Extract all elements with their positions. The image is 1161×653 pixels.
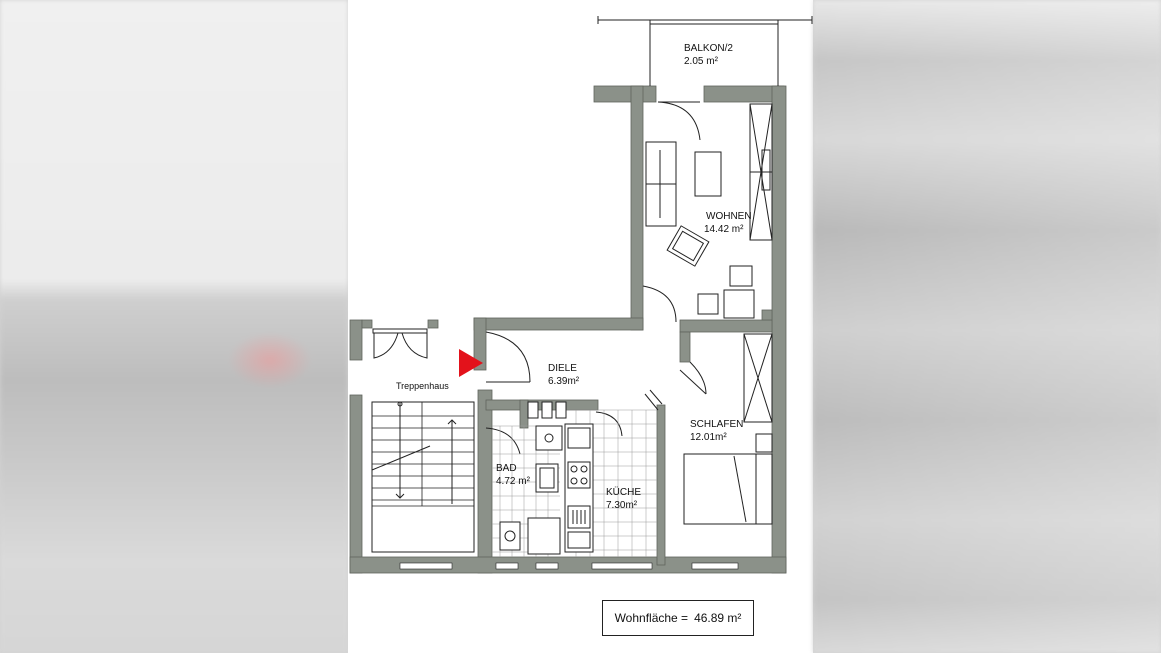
walls	[349, 85, 787, 574]
room-area: 6.39m²	[548, 376, 580, 387]
room-name: WOHNEN	[706, 211, 752, 222]
room-name: BAD	[496, 463, 517, 474]
room-treppenhaus: Treppenhaus	[396, 380, 449, 393]
room-area: 4.72 m²	[496, 476, 530, 487]
room-area: 14.42 m²	[704, 224, 744, 235]
room-area: 7.30m²	[606, 500, 638, 511]
furniture	[371, 101, 773, 553]
room-diele: DIELE 6.39m²	[548, 362, 579, 388]
room-name: KÜCHE	[606, 487, 642, 498]
bathroom-fixtures	[499, 401, 567, 555]
balcony	[597, 16, 813, 86]
room-balkon: BALKON/2 2.05 m²	[684, 42, 733, 68]
room-name: DIELE	[548, 363, 577, 374]
total-area-label: Wohnfläche =	[614, 611, 689, 625]
total-area-value: 46.89 m²	[694, 611, 742, 625]
entry-arrow-icon	[459, 349, 483, 377]
room-wohnen: WOHNEN 14.42 m²	[704, 210, 752, 236]
windows	[399, 562, 739, 570]
blurred-background-left	[0, 0, 348, 653]
room-name: SCHLAFEN	[690, 419, 744, 430]
room-schlafen: SCHLAFEN 12.01m²	[690, 418, 743, 444]
room-name: BALKON/2	[684, 43, 733, 54]
total-living-area: Wohnfläche = 46.89 m²	[602, 600, 754, 636]
room-area: 2.05 m²	[684, 56, 718, 67]
room-kueche: KÜCHE 7.30m²	[606, 486, 641, 512]
room-bad: BAD 4.72 m²	[496, 462, 530, 488]
room-name: Treppenhaus	[396, 381, 449, 391]
blurred-background-right	[813, 0, 1161, 653]
kitchen-counter	[564, 423, 594, 553]
room-area: 12.01m²	[690, 432, 727, 443]
